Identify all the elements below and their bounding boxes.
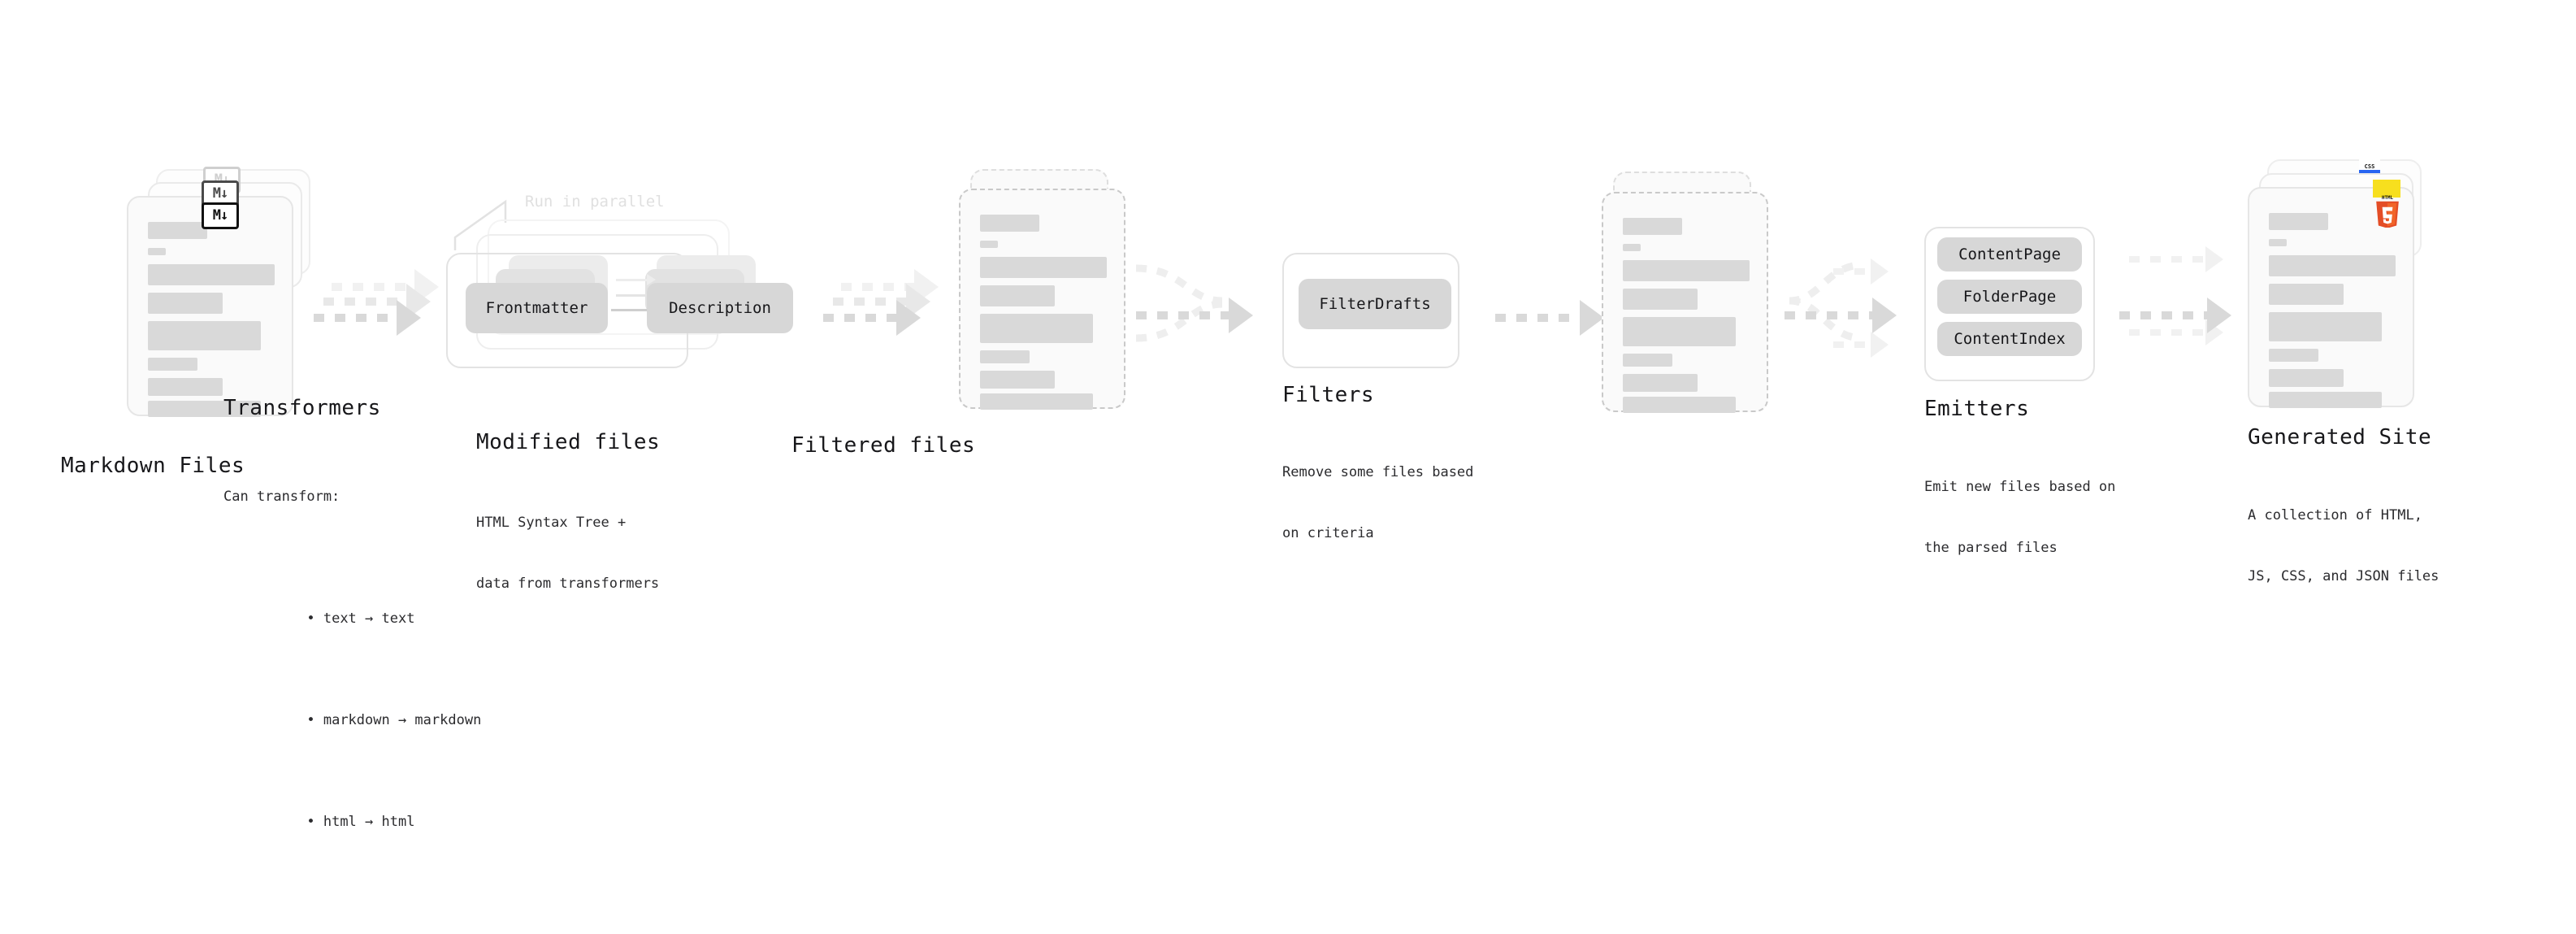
- emitter-pill-contentpage-label: ContentPage: [1958, 245, 2061, 263]
- bullet-dot-icon: •: [306, 610, 323, 627]
- markdown-icon-label: M: [212, 207, 221, 224]
- run-in-parallel-label: Run in parallel: [525, 193, 665, 211]
- html5-icon: HTML: [2376, 196, 2399, 228]
- merge-curves-icon: [1135, 264, 1223, 342]
- run-in-parallel-bracket: [453, 199, 507, 250]
- fanout-curves-icon: [1789, 261, 1863, 342]
- modified-files-title: Modified files: [476, 430, 661, 454]
- modified-card: [959, 189, 1125, 410]
- generated-site-caption: A collection of HTML, JS, CSS, and JSON …: [2248, 465, 2439, 628]
- generated-site-caption-line-1: JS, CSS, and JSON files: [2248, 568, 2439, 584]
- css-icon: CSS: [2359, 159, 2380, 173]
- arrow-filters-to-filtered: [1495, 300, 1604, 336]
- transformers-caption-item-0-label: text → text: [323, 610, 415, 627]
- markdown-icon-label-2: M: [212, 185, 221, 202]
- transformer-pill-description-label: Description: [669, 299, 771, 317]
- transformer-pill-frontmatter-label: Frontmatter: [485, 299, 588, 317]
- markdown-icon-label-3: M: [214, 172, 223, 188]
- filter-pill-filterdrafts[interactable]: FilterDrafts: [1299, 279, 1451, 329]
- css-icon-label: CSS: [2364, 163, 2375, 170]
- filters-caption-line-1: on criteria: [1282, 525, 1374, 541]
- filters-caption: Remove some files based on criteria: [1282, 422, 1473, 584]
- transformers-caption-list: • text → text • markdown → markdown • ht…: [223, 548, 481, 893]
- emitter-pill-contentindex[interactable]: ContentIndex: [1937, 322, 2082, 356]
- transformers-caption-item-2: • html → html: [223, 792, 481, 853]
- emitters-caption: Emit new files based on the parsed files: [1924, 437, 2115, 599]
- markdown-card: [127, 196, 293, 417]
- modified-files-caption-line-0: HTML Syntax Tree +: [476, 515, 627, 531]
- filters-caption-line-0: Remove some files based: [1282, 464, 1474, 480]
- pipeline-diagram: M↓ M↓ M↓ Markdown Files Run in parallel: [61, 159, 2439, 830]
- transformers-title: Transformers: [223, 396, 381, 420]
- emitter-pill-contentpage[interactable]: ContentPage: [1937, 237, 2082, 272]
- transformers-caption-item-0: • text → text: [223, 589, 481, 649]
- emitter-pill-contentindex-label: ContentIndex: [1954, 330, 2066, 348]
- transformer-pill-frontmatter[interactable]: Frontmatter: [466, 283, 608, 333]
- transformers-caption-item-2-label: html → html: [323, 814, 415, 830]
- transformers-caption: Can transform: • text → text • markdown …: [223, 446, 481, 934]
- emitter-pill-folderpage[interactable]: FolderPage: [1937, 280, 2082, 314]
- filter-pill-filterdrafts-label: FilterDrafts: [1319, 295, 1431, 313]
- filtered-files-title: Filtered files: [791, 433, 976, 458]
- transformers-caption-heading: Can transform:: [223, 489, 340, 505]
- emitters-title: Emitters: [1924, 397, 2030, 421]
- emitters-caption-line-1: the parsed files: [1924, 540, 2058, 556]
- emitters-caption-line-0: Emit new files based on: [1924, 479, 2116, 495]
- transformers-caption-item-1-label: markdown → markdown: [323, 712, 482, 728]
- transformer-pill-description[interactable]: Description: [647, 283, 793, 333]
- bullet-dot-icon: •: [306, 814, 323, 830]
- transformers-caption-item-1: • markdown → markdown: [223, 690, 481, 751]
- markdown-icon: M↓: [202, 202, 239, 229]
- bullet-dot-icon: •: [306, 712, 323, 728]
- markdown-files-title: Markdown Files: [61, 454, 245, 478]
- generated-site-title: Generated Site: [2248, 425, 2432, 450]
- modified-files-caption: HTML Syntax Tree + data from transformer…: [476, 472, 659, 635]
- modified-files-caption-line-1: data from transformers: [476, 576, 660, 592]
- filtered-card: [1602, 192, 1768, 413]
- filters-title: Filters: [1282, 383, 1375, 407]
- emitter-pill-folderpage-label: FolderPage: [1962, 288, 2057, 306]
- generated-site-caption-line-0: A collection of HTML,: [2248, 507, 2422, 523]
- js-icon: [2373, 180, 2400, 198]
- svg-text:HTML: HTML: [2382, 196, 2394, 201]
